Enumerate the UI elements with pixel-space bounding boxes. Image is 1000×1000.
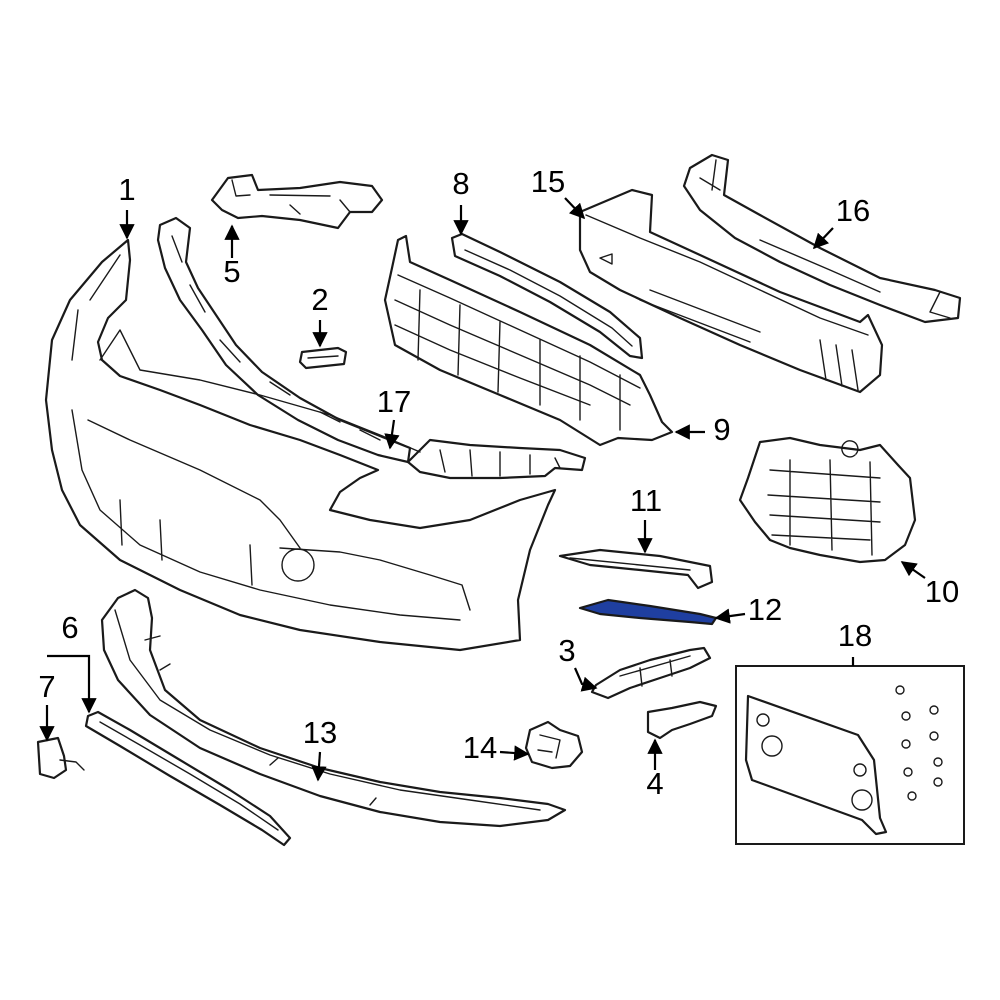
callout-13: 13	[303, 715, 337, 750]
part-5-bracket[interactable]	[210, 173, 384, 230]
callout-18: 18	[838, 618, 872, 653]
callout-8: 8	[452, 166, 469, 201]
callout-11: 11	[630, 483, 662, 518]
callout-4: 4	[646, 766, 663, 801]
part-3-bracket[interactable]	[590, 646, 712, 700]
part-14-clip[interactable]	[524, 720, 584, 770]
callout-7: 7	[38, 669, 55, 704]
part-12-highlighted-strip[interactable]	[578, 598, 718, 626]
callout-5: 5	[223, 254, 240, 289]
callout-16: 16	[836, 193, 870, 228]
callout-17: 17	[377, 384, 411, 419]
hardware-fasteners	[895, 685, 943, 801]
leader-lines	[39, 197, 926, 782]
part-13-valance[interactable]	[100, 588, 567, 828]
callout-labels: 1 2 3 4 5 6 7 8 9 10 11 12 13 14 15 16 1…	[38, 164, 959, 801]
part-1-bumper-cover[interactable]	[44, 238, 557, 652]
part-4-deflector[interactable]	[646, 700, 718, 740]
callout-6: 6	[61, 610, 78, 645]
part-2-clip[interactable]	[298, 346, 348, 370]
callout-9: 9	[713, 412, 730, 447]
callout-2: 2	[311, 282, 328, 317]
part-16-reinforcement[interactable]	[682, 153, 962, 324]
callout-12: 12	[748, 592, 782, 627]
part-8-grille-trim[interactable]	[450, 232, 644, 360]
part-11-trim[interactable]	[558, 548, 714, 590]
part-15-absorber[interactable]	[578, 188, 884, 394]
part-17-support[interactable]	[406, 438, 587, 480]
callout-10: 10	[925, 574, 959, 609]
part-18-kit[interactable]	[735, 665, 965, 845]
callout-3: 3	[558, 633, 575, 668]
callout-1: 1	[118, 172, 135, 207]
part-9-grille[interactable]	[383, 234, 674, 447]
callout-15: 15	[531, 164, 565, 199]
callout-14: 14	[463, 730, 497, 765]
part-10-housing[interactable]	[738, 436, 917, 564]
part-7-cover[interactable]	[36, 736, 85, 780]
part-6-strip[interactable]	[84, 710, 292, 847]
